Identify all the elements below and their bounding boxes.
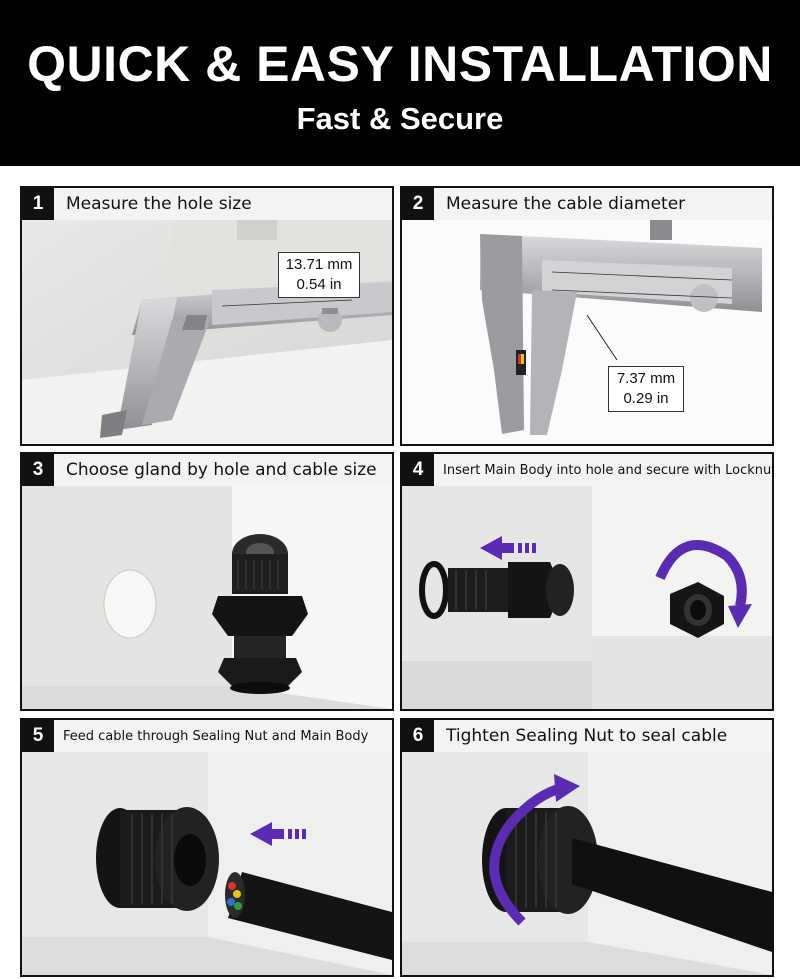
- step-label: Feed cable through Sealing Nut and Main …: [63, 728, 369, 744]
- step-number: 1: [22, 188, 54, 220]
- hole-size-mm: 13.71 mm: [285, 256, 353, 273]
- step-3-panel: 3 Choose gland by hole and cable size: [20, 452, 394, 711]
- step-caption: 6 Tighten Sealing Nut to seal cable: [402, 720, 772, 752]
- cable-illustration: [225, 872, 392, 960]
- rotate-arrow-icon: [655, 540, 752, 628]
- gland-assembly-illustration: [96, 807, 219, 911]
- step-label: Measure the cable diameter: [446, 194, 686, 214]
- step-number: 6: [402, 720, 434, 752]
- step-label: Insert Main Body into hole and secure wi…: [443, 462, 774, 478]
- hole-size-in: 0.54 in: [296, 276, 342, 293]
- step-caption: 2 Measure the cable diameter: [402, 188, 772, 220]
- header-banner: QUICK & EASY INSTALLATION Fast & Secure: [0, 0, 800, 166]
- gland-body-illustration: [448, 562, 574, 618]
- gland-tightened-illustration: [482, 806, 598, 914]
- page-title: QUICK & EASY INSTALLATION: [27, 36, 773, 92]
- step-caption: 3 Choose gland by hole and cable size: [22, 454, 392, 486]
- step-5-image: [22, 752, 392, 975]
- step-number: 2: [402, 188, 434, 220]
- step-2-image: [402, 220, 772, 444]
- step-number: 3: [22, 454, 54, 486]
- step-caption: 5 Feed cable through Sealing Nut and Mai…: [22, 720, 392, 752]
- cable-diameter-mm: 7.37 mm: [616, 370, 676, 387]
- hole-size-callout: 13.71 mm 0.54 in: [278, 252, 360, 298]
- step-number: 4: [402, 454, 434, 486]
- locknut-illustration: [670, 582, 724, 638]
- step-label: Choose gland by hole and cable size: [66, 460, 377, 480]
- cable-gland-illustration: [212, 534, 308, 694]
- step-3-image: [22, 486, 392, 709]
- cable-diameter-callout: 7.37 mm 0.29 in: [608, 366, 684, 412]
- step-4-image: [402, 486, 772, 709]
- step-1-panel: 1 Measure the hole size: [20, 186, 394, 446]
- step-label: Measure the hole size: [66, 194, 252, 214]
- step-label: Tighten Sealing Nut to seal cable: [446, 726, 728, 746]
- step-4-panel: 4 Insert Main Body into hole and secure …: [400, 452, 774, 711]
- step-5-panel: 5 Feed cable through Sealing Nut and Mai…: [20, 718, 394, 977]
- cable-diameter-in: 0.29 in: [623, 390, 669, 407]
- step-6-panel: 6 Tighten Sealing Nut to seal cable: [400, 718, 774, 977]
- push-arrow-icon: [250, 822, 306, 846]
- page-subtitle: Fast & Secure: [296, 101, 504, 136]
- step-number: 5: [22, 720, 54, 752]
- rotate-arrow-icon: [489, 774, 580, 926]
- step-caption: 1 Measure the hole size: [22, 188, 392, 220]
- step-2-panel: 2 Measure the cable diameter 7.37 mm 0.2…: [400, 186, 774, 446]
- push-arrow-icon: [480, 536, 536, 560]
- step-6-image: [402, 752, 772, 975]
- step-caption: 4 Insert Main Body into hole and secure …: [402, 454, 772, 486]
